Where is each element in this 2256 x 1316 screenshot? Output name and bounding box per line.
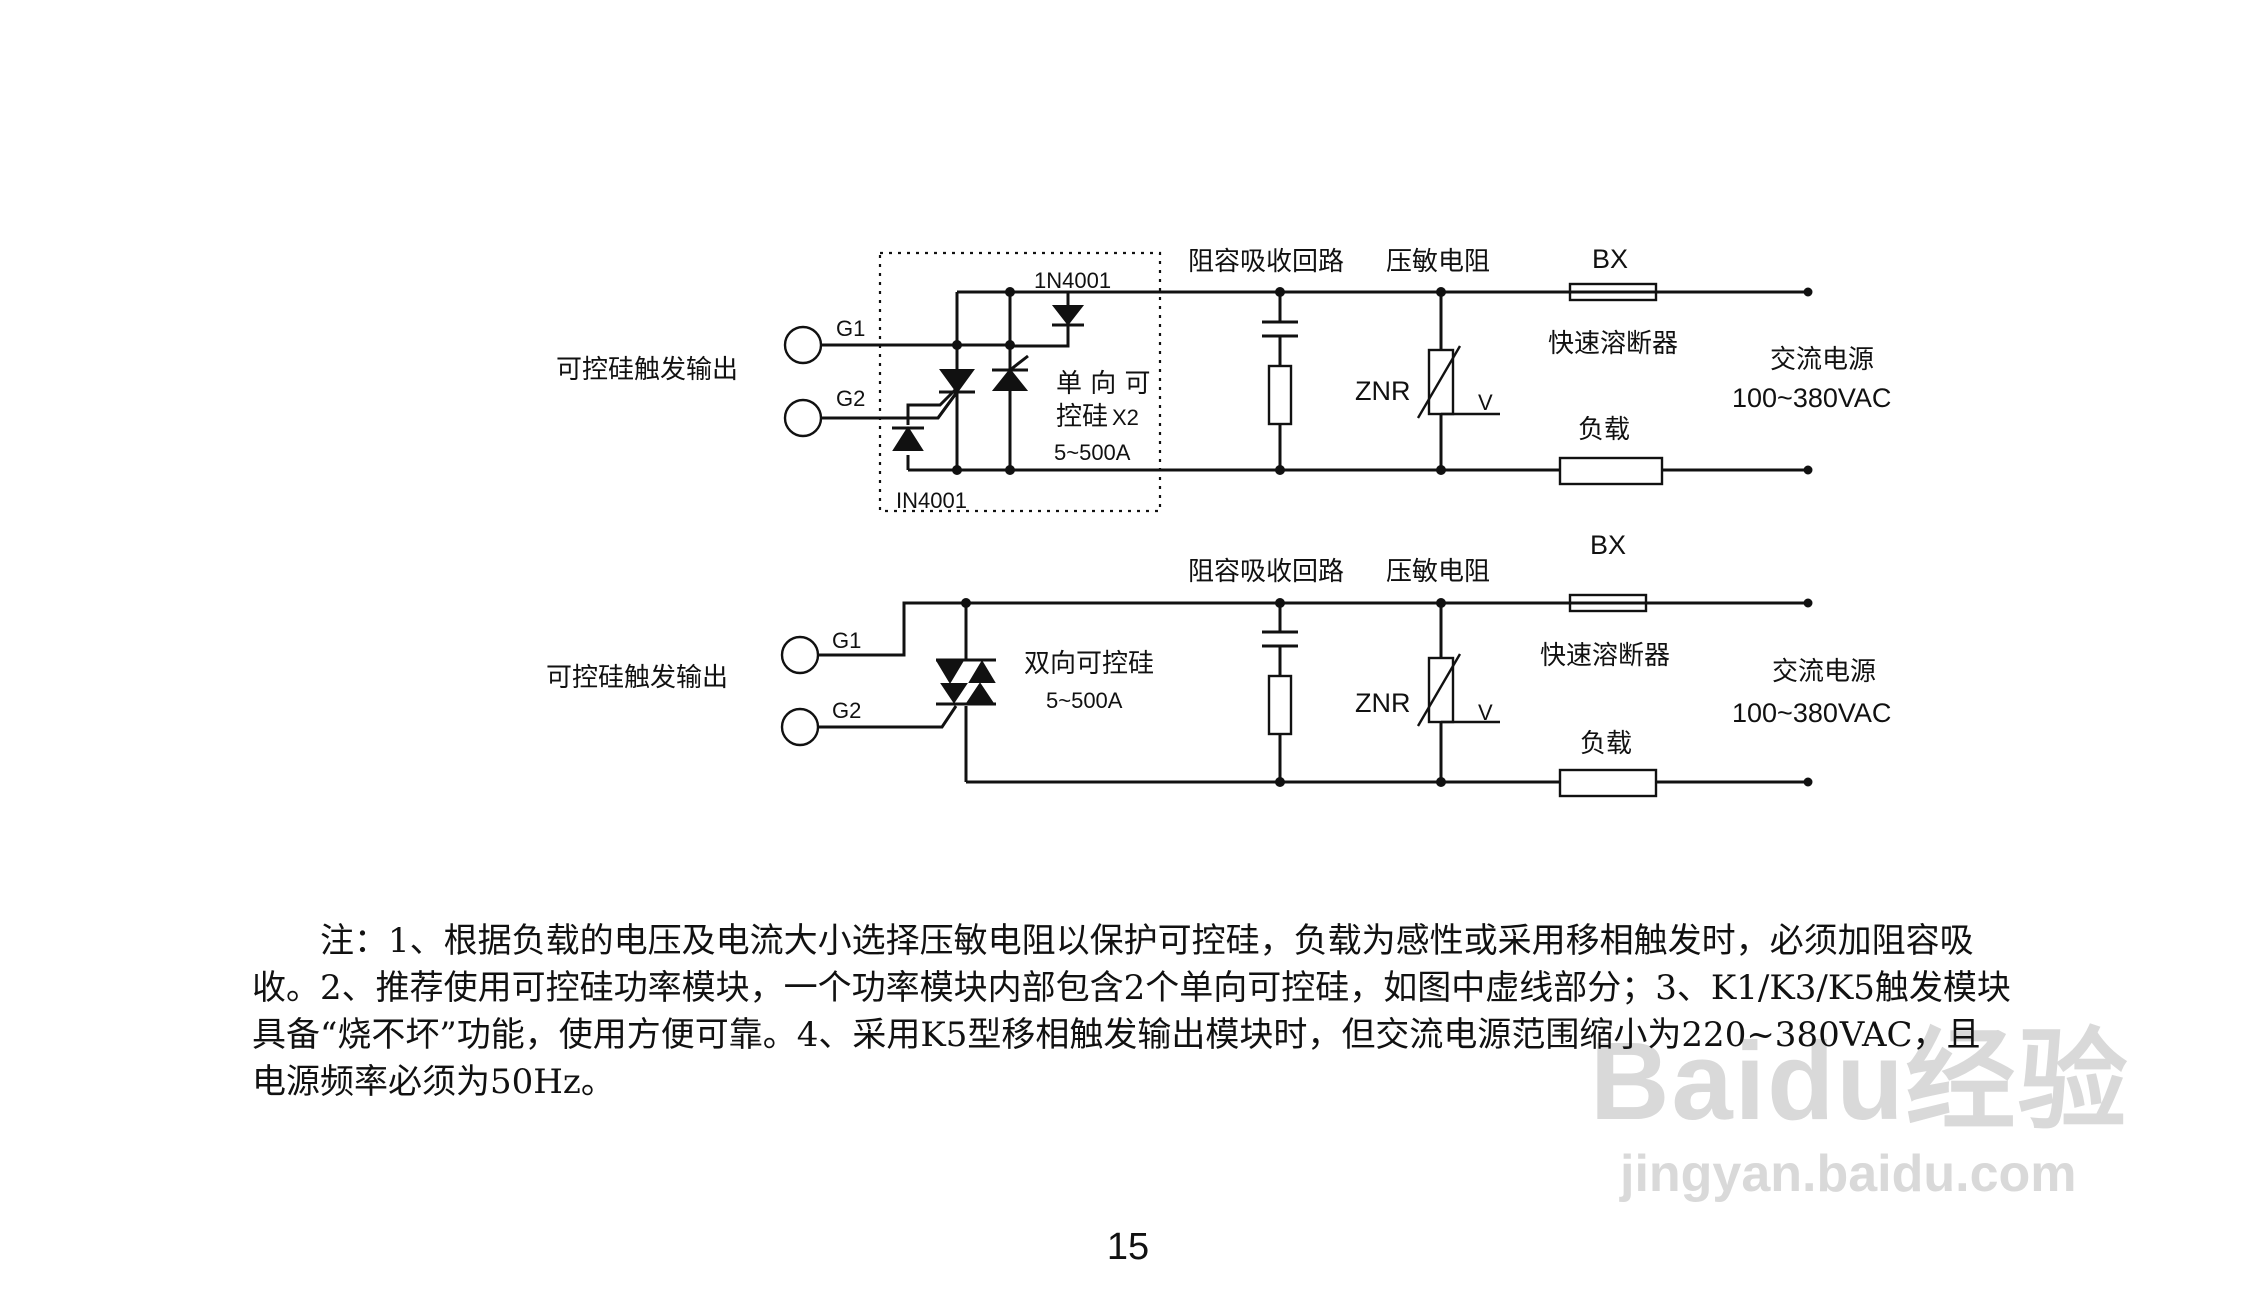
page-number: 15 — [1106, 1226, 1150, 1268]
g1-label: G1 — [836, 316, 865, 341]
g1-terminal — [783, 325, 823, 365]
varistor — [1416, 287, 1500, 475]
rc-snubber — [1262, 287, 1298, 475]
diode-top-label: 1N4001 — [1034, 268, 1111, 293]
scr-label-line2: 控硅 — [1056, 402, 1108, 432]
fuse-desc: 快速溶断器 — [1540, 641, 1670, 671]
fuse — [1568, 282, 1658, 302]
trigger-output-label: 可控硅触发输出 — [546, 663, 728, 693]
note-line-4: 电源频率必须为50Hz。 — [252, 1062, 615, 1102]
ac-range: 100~380VAC — [1732, 698, 1891, 728]
fuse-desc: 快速溶断器 — [1548, 329, 1678, 359]
znr-label: ZNR — [1355, 688, 1411, 718]
varistor — [1416, 598, 1500, 787]
g1-terminal — [780, 635, 820, 675]
bottom-circuit: G1 G2 可控硅触发输出 双向可控硅 5~500A — [546, 530, 1891, 798]
fuse-label: BX — [1590, 530, 1626, 560]
znr-label: ZNR — [1355, 376, 1411, 406]
watermark-brand: Baidu经验 — [1590, 1020, 2130, 1143]
triac-rating: 5~500A — [1046, 688, 1123, 713]
baidu-watermark: Baidu经验 jingyan.baidu.com — [1590, 1022, 2150, 1232]
varistor-label: 压敏电阻 — [1386, 557, 1490, 587]
watermark-url: jingyan.baidu.com — [1620, 1145, 2077, 1203]
g1-label: G1 — [832, 628, 861, 653]
triac-label: 双向可控硅 — [1024, 649, 1154, 679]
module-dotted-box — [878, 251, 1162, 513]
g2-terminal — [780, 707, 820, 747]
top-circuit: G1 G2 可控硅触发输出 1N4001 — [556, 244, 1891, 513]
ac-range: 100~380VAC — [1732, 383, 1891, 413]
note-line-2: 收。2、推荐使用可控硅功率模块，一个功率模块内部包含2个单向可控硅，如图中虚线部… — [252, 968, 2011, 1008]
g2-label: G2 — [832, 698, 861, 723]
ac-label: 交流电源 — [1770, 345, 1874, 375]
trigger-output-label: 可控硅触发输出 — [556, 355, 738, 385]
scr-label-line1: 单 向 可 — [1056, 369, 1151, 399]
scr-count: X2 — [1112, 405, 1139, 430]
fuse-label: BX — [1592, 244, 1628, 274]
diode-bottom-label: IN4001 — [896, 488, 967, 513]
diode-1n4001 — [1051, 305, 1085, 338]
rc-label: 阻容吸收回路 — [1188, 247, 1344, 277]
load — [1548, 456, 1813, 486]
ac-label: 交流电源 — [1772, 657, 1876, 687]
scr-left — [936, 369, 975, 419]
note-paragraph: 注：1、根据负载的电压及电流大小选择压敏电阻以保护可控硅，负载为感性或采用移相触… — [252, 918, 2172, 1106]
g2-label: G2 — [836, 386, 865, 411]
note-line-1: 注：1、根据负载的电压及电流大小选择压敏电阻以保护可控硅，负载为感性或采用移相触… — [320, 921, 1974, 961]
load-label: 负载 — [1580, 729, 1632, 759]
triac — [936, 658, 996, 706]
v-label: V — [1478, 700, 1493, 725]
scr-right — [991, 354, 1029, 391]
rc-snubber — [1262, 598, 1298, 787]
load — [1558, 768, 1813, 798]
v-label: V — [1478, 390, 1493, 415]
note-line-3: 具备“烧不坏”功能，使用方便可靠。4、采用K5型移相触发输出模块时，但交流电源范… — [252, 1015, 1981, 1055]
scr-rating: 5~500A — [1054, 440, 1131, 465]
varistor-label: 压敏电阻 — [1386, 247, 1490, 277]
rc-label: 阻容吸收回路 — [1188, 557, 1344, 587]
load-label: 负载 — [1578, 415, 1630, 445]
g2-terminal — [783, 398, 823, 438]
diode-in4001 — [892, 426, 924, 451]
fuse — [1568, 593, 1648, 613]
